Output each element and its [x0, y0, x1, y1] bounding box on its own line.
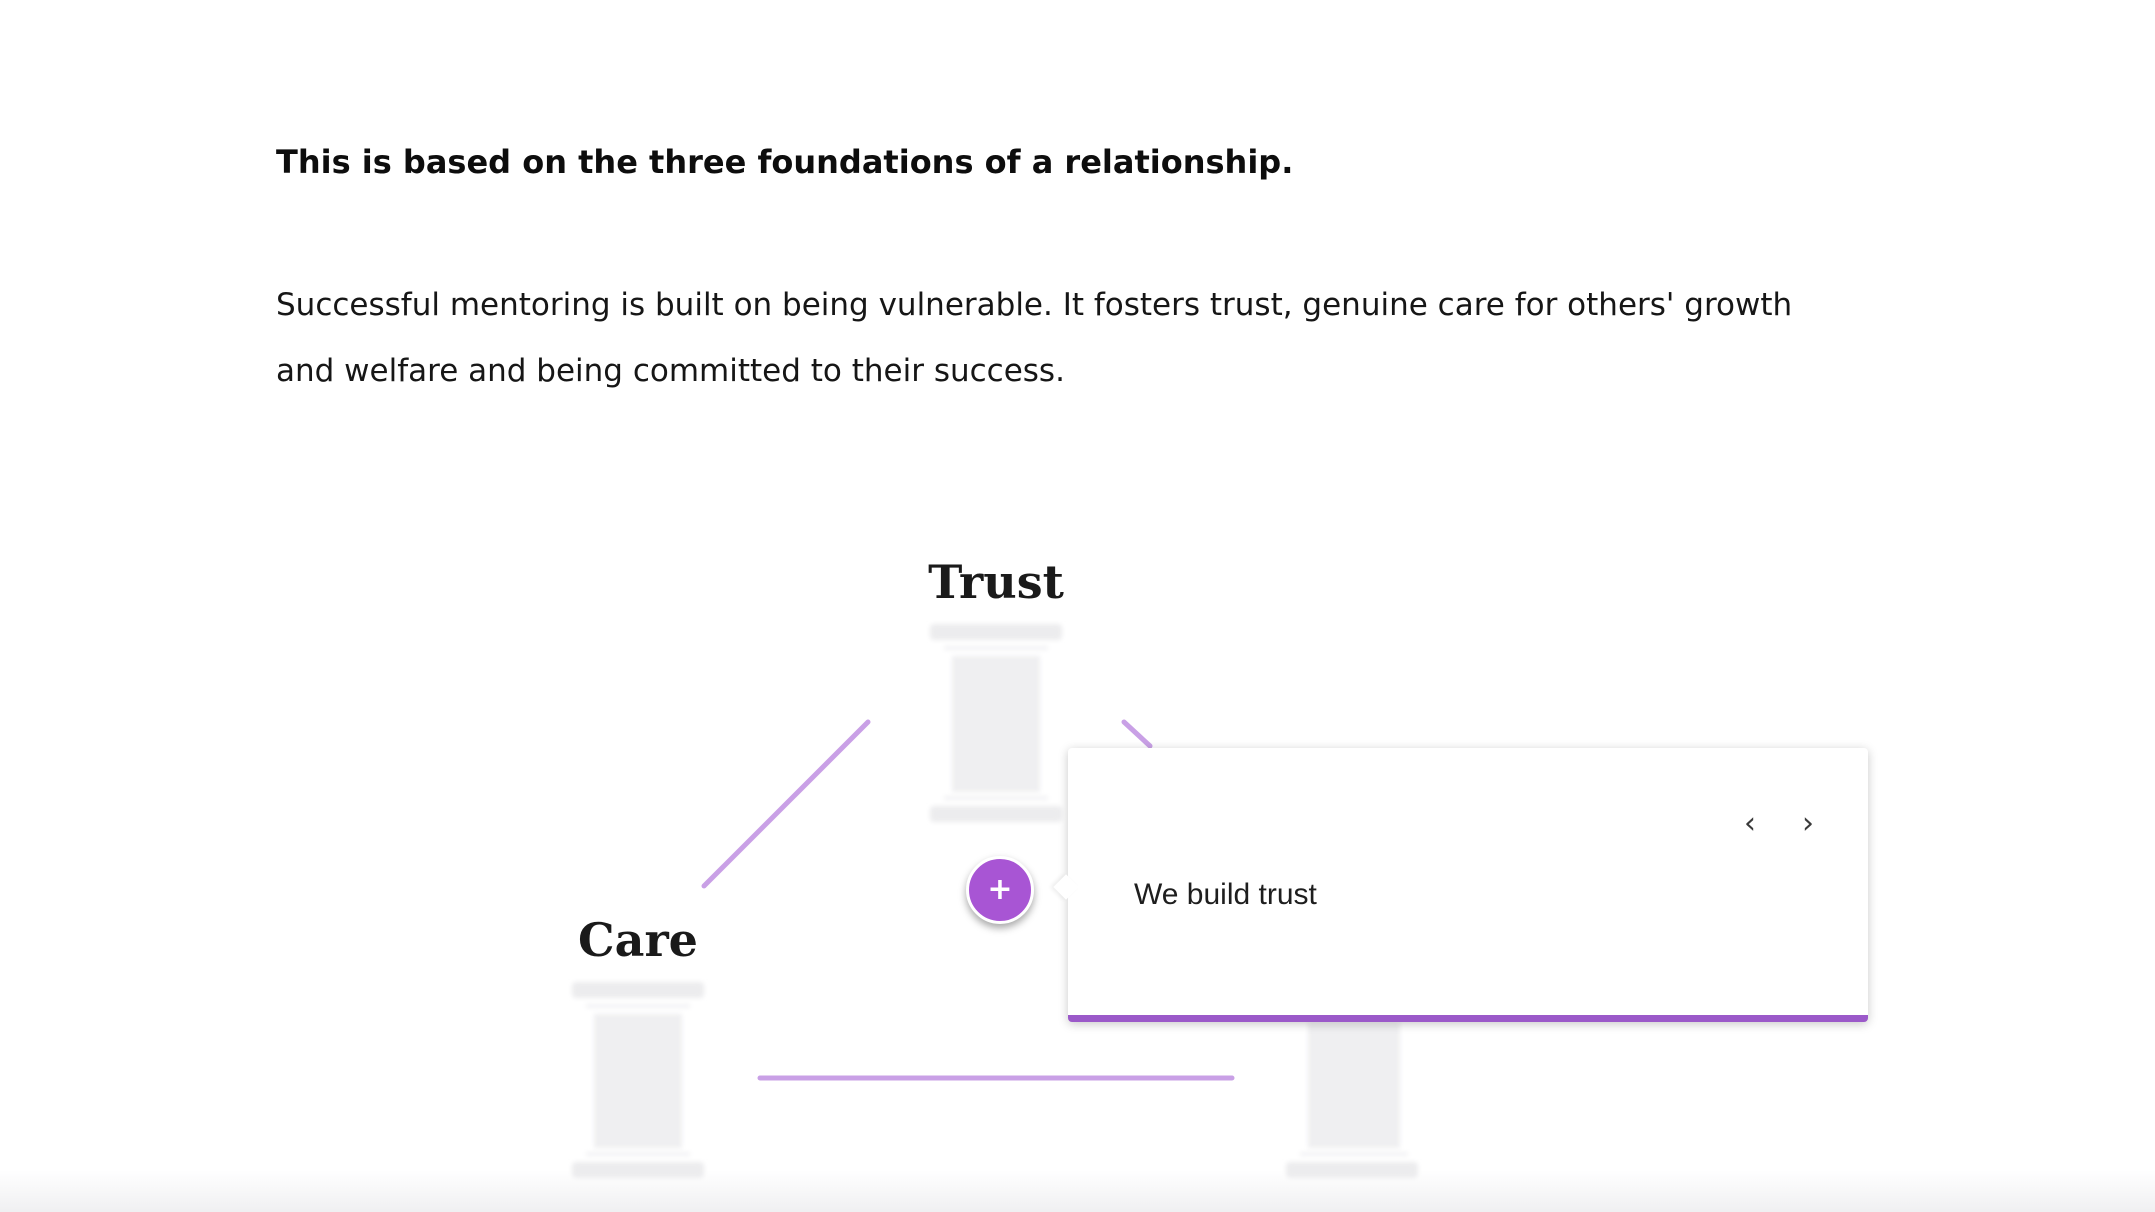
pillar-care — [572, 982, 704, 1178]
intro-paragraph: Successful mentoring is built on being v… — [276, 287, 1793, 389]
pillar-label-trust: Trust — [928, 555, 1064, 609]
next-button[interactable]: › — [1788, 804, 1828, 844]
section-heading: This is based on the three foundations o… — [276, 143, 1294, 181]
chevron-right-icon: › — [1802, 806, 1814, 841]
pillar-label-care: Care — [578, 913, 698, 967]
hotspot-popover: ‹ › We build trust — [1068, 748, 1868, 1022]
plus-icon: + — [987, 872, 1013, 907]
previous-button[interactable]: ‹ — [1730, 804, 1770, 844]
chevron-left-icon: ‹ — [1744, 806, 1756, 841]
trust-hotspot-button[interactable]: + — [966, 856, 1034, 924]
bottom-fade — [0, 1170, 2155, 1212]
pillar-trust — [930, 624, 1062, 822]
popover-text: We build trust — [1134, 878, 1317, 911]
connector-trust-right — [1121, 719, 1153, 749]
pillar-right — [1286, 1022, 1418, 1178]
connector-care-trust — [701, 719, 871, 889]
